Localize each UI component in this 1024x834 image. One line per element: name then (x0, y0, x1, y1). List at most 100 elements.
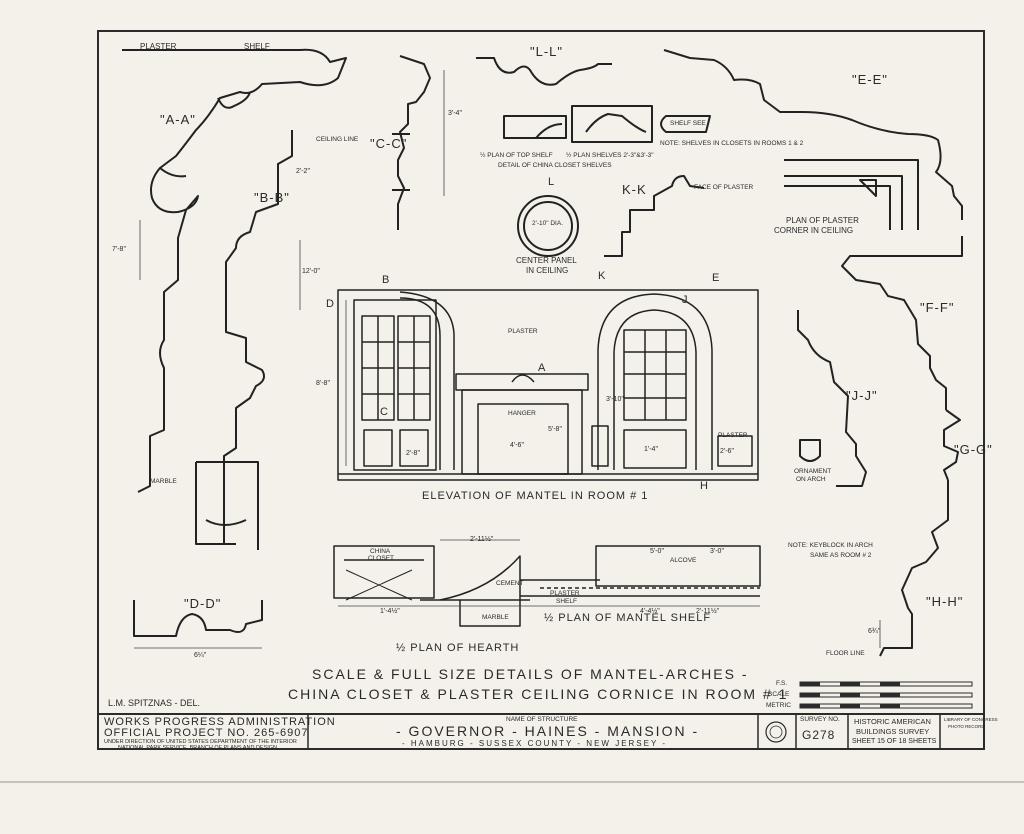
marker-a: A (538, 362, 547, 374)
profile-aa (122, 48, 347, 493)
dim-elev-a: 8'-8" (316, 380, 330, 387)
graphic-scales (799, 681, 973, 709)
note-plaster-right: PLASTER (718, 432, 748, 439)
section-label-ff: "F-F" (920, 300, 955, 315)
caption-mantel-shelf: ½ PLAN OF MANTEL SHELF (544, 612, 712, 624)
profile-dd (133, 600, 263, 637)
library-line1: LIBRARY OF CONGRESS (944, 717, 998, 722)
section-label-jj: "J-J" (846, 388, 878, 403)
section-label-cc: "C-C" (370, 136, 408, 151)
note-hanger: HANGER (508, 410, 536, 417)
note-plaster-mid: PLASTER (508, 328, 538, 335)
delineator: L.M. SPITZNAS - DEL. (108, 698, 201, 708)
note-china: CHINA (370, 548, 391, 555)
wpa-line1: WORKS PROGRESS ADMINISTRATION (104, 716, 336, 728)
profile-bb (223, 130, 293, 544)
profile-ff (841, 236, 963, 410)
dim-elev-g: 1'-4" (644, 446, 658, 453)
note-plaster-shelf: PLASTER (550, 590, 580, 597)
section-label-hh: "H-H" (926, 594, 964, 609)
note-alcove: ALCOVE (670, 557, 697, 564)
note-shelf-see: SHELF SEE (670, 120, 706, 127)
profile-ll (476, 57, 612, 86)
marker-h: H (700, 480, 709, 492)
sheet-border (97, 30, 985, 750)
survey-no: G278 (802, 728, 836, 742)
note-closet: CLOSET (368, 555, 395, 562)
dim-shelf-d: 2'-11½" (696, 608, 720, 615)
dim-elev-b: 2'-8" (406, 450, 420, 457)
note-plan-plaster-corner-1: PLAN OF PLASTER (786, 216, 859, 225)
note-shelf: SHELF (244, 42, 270, 51)
marker-k: K (598, 270, 607, 282)
dim-elev-e: 3'-10" (606, 396, 624, 403)
dim-shelf-c: 4'-4½" (640, 608, 660, 615)
note-shelf-plan: SHELF (556, 598, 577, 605)
dim-shelf-b: 3'-0" (710, 548, 724, 555)
drawing-title-line1: SCALE & FULL SIZE DETAILS OF MANTEL-ARCH… (312, 666, 749, 682)
section-label-aa: "A-A" (160, 112, 196, 127)
profile-hh (879, 480, 949, 657)
wpa-line4: NATIONAL PARK SERVICE, BRANCH OF PLANS A… (118, 745, 278, 751)
mantel-elevation (337, 289, 759, 481)
note-cement: CEMENT (496, 580, 524, 587)
note-ornament-2: ON ARCH (796, 476, 826, 483)
center-panel (517, 195, 579, 257)
note-in-ceiling: IN CEILING (526, 266, 569, 275)
name-of-structure-label: NAME OF STRUCTURE (506, 716, 578, 723)
note-plaster-top: PLASTER (140, 42, 177, 51)
sheet-number: SHEET 15 OF 18 SHEETS (852, 738, 937, 745)
scale-metric: METRIC (766, 702, 791, 709)
section-label-bb: "B-B" (254, 190, 290, 205)
caption-elevation: ELEVATION OF MANTEL IN ROOM # 1 (422, 490, 649, 502)
section-label-ll: "L-L" (530, 44, 564, 59)
section-label-dd: "D-D" (184, 596, 222, 611)
note-keyblock-2: SAME AS ROOM # 2 (810, 552, 872, 559)
profile-kk (604, 175, 705, 257)
survey-no-label: SURVEY NO. (800, 716, 840, 723)
marker-j: J (682, 294, 689, 306)
library-line2: PHOTO RECORD (948, 724, 985, 729)
note-ornament-1: ORNAMENT (794, 468, 832, 475)
structure-location: - HAMBURG - SUSSEX COUNTY - NEW JERSEY - (402, 739, 668, 748)
marker-d: D (326, 298, 335, 310)
dim-elev-d: 5'-8" (548, 426, 562, 433)
note-keyblock-1: NOTE: KEYBLOCK IN ARCH (788, 542, 873, 549)
marker-e: E (712, 272, 721, 284)
profile-ee (663, 49, 963, 220)
note-marble-hearth: MARBLE (482, 614, 509, 621)
dim-center-panel: 2'-10" DIA. (532, 220, 564, 227)
caption-hearth: ½ PLAN OF HEARTH (396, 642, 520, 654)
section-label-gg: "G-G" (954, 442, 993, 457)
dim-bb-b: 12'-0" (302, 268, 320, 275)
dim-shelf-a: 5'-0" (650, 548, 664, 555)
habs-line2: BUILDINGS SURVEY (856, 727, 930, 736)
profile-cc (397, 55, 431, 230)
wpa-line2: OFFICIAL PROJECT NO. 265-6907 (104, 727, 309, 739)
habs-line1: HISTORIC AMERICAN (854, 717, 931, 726)
note-plan-top-shelf: ½ PLAN OF TOP SHELF (480, 152, 553, 159)
profile-gg (943, 409, 961, 481)
dim-hearth-a: 1'-4½" (380, 608, 400, 615)
note-center-panel: CENTER PANEL (516, 256, 577, 265)
note-marble: MARBLE (150, 478, 177, 485)
marker-b: B (382, 274, 391, 286)
hearth-plan (333, 545, 530, 627)
scale-fs: F.S. (776, 680, 788, 687)
dim-bb-a: 2'-2" (296, 168, 310, 175)
dim-elev-f: 2'-6" (720, 448, 734, 455)
drawing-title-line2: CHINA CLOSET & PLASTER CEILING CORNICE I… (288, 686, 789, 702)
note-ceiling-line: CEILING LINE (316, 136, 359, 143)
section-label-ee: "E-E" (852, 72, 888, 87)
scale-label: SCALE (768, 691, 790, 698)
note-face-of-plaster: FACE OF PLASTER (694, 184, 754, 191)
note-shelves-rooms: NOTE: SHELVES IN CLOSETS IN ROOMS 1 & 2 (660, 140, 804, 147)
dim-dd: 6¼" (194, 652, 207, 659)
note-plan-plaster-corner-2: CORNER IN CEILING (774, 226, 854, 235)
note-floor-line: FLOOR LINE (826, 650, 865, 657)
wpa-line3: UNDER DIRECTION OF UNITED STATES DEPARTM… (104, 739, 297, 745)
marker-l: L (548, 176, 556, 188)
profile-jj (797, 310, 867, 487)
mantel-shelf-plan (520, 545, 761, 597)
dim-aa: 7'-8" (112, 246, 126, 253)
